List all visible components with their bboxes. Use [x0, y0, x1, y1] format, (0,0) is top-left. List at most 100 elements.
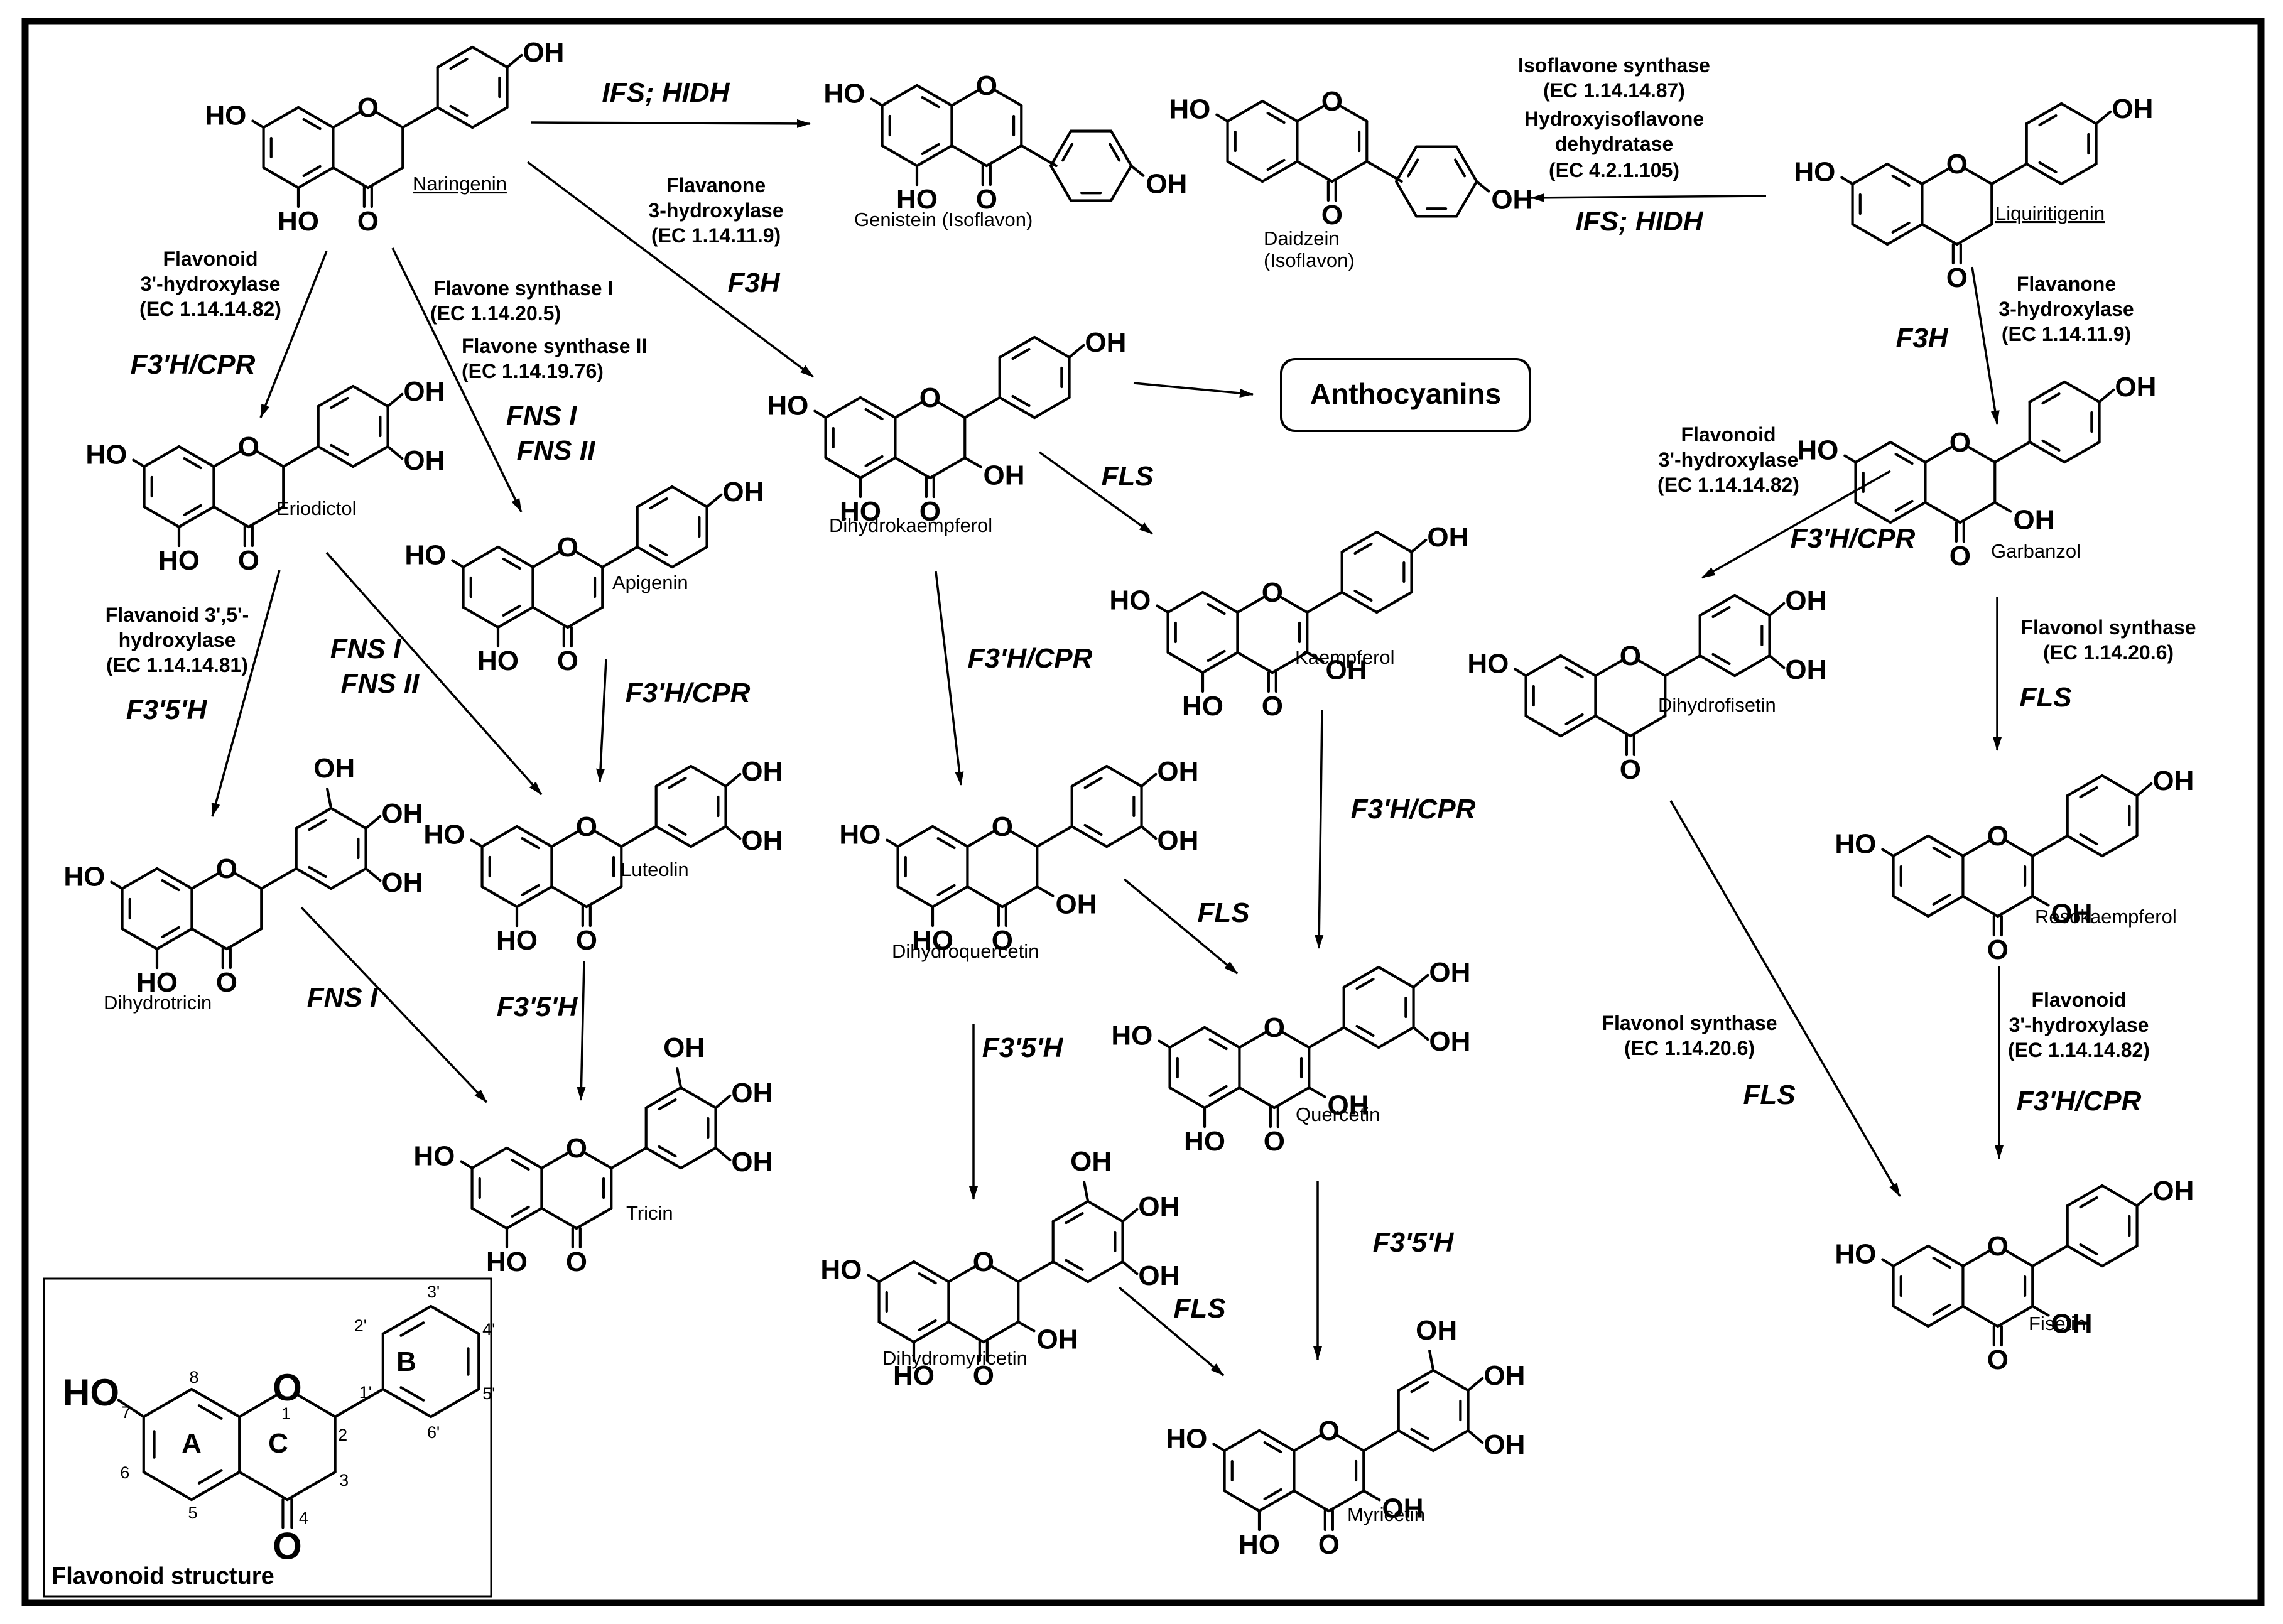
carbonyl-oxygen: O: [1949, 541, 1971, 571]
compound-name-daidzein-2: (Isoflavon): [1264, 249, 1355, 271]
ring-oxygen: O: [357, 92, 379, 123]
bond: [881, 144, 919, 168]
bond: [1926, 1244, 1965, 1268]
ring-oxygen: O: [1949, 427, 1971, 458]
bond: [436, 45, 474, 69]
reaction-arrow: [1669, 800, 1901, 1197]
carbonyl-oxygen: O: [557, 646, 578, 676]
bond: [1768, 654, 1786, 669]
reaction-arrow: [596, 659, 607, 782]
bond: [1049, 164, 1073, 202]
bond: [262, 106, 300, 129]
bond: [654, 825, 693, 848]
f3h-right-2: 3-hydroxylase: [1998, 298, 2134, 320]
hydroxyl-b-ring: OH: [1785, 654, 1826, 685]
hydroxyl-7: HO: [767, 391, 808, 421]
fns2-2: (EC 1.14.19.76): [462, 360, 604, 382]
bond: [705, 493, 723, 509]
bond: [950, 144, 988, 168]
legend-bond: [381, 1304, 433, 1336]
hydroxyl-7: HO: [404, 540, 446, 571]
reaction-arrow: [935, 571, 964, 786]
bond: [470, 838, 484, 848]
compound-name-dihydrotricin: Dihydrotricin: [104, 992, 212, 1014]
reaction-arrow: [211, 570, 281, 817]
bond: [1996, 1304, 2034, 1328]
bond: [1257, 1429, 1296, 1453]
bond: [1105, 764, 1143, 788]
bond: [894, 456, 931, 480]
legend-position-3: 3: [339, 1471, 349, 1490]
bond: [1455, 180, 1478, 218]
bond: [585, 885, 623, 909]
bond: [143, 445, 181, 468]
hydroxyl-4prime: OH: [1146, 169, 1187, 200]
bond: [1168, 1026, 1207, 1049]
bond: [364, 815, 382, 830]
double-bond: [1891, 221, 1911, 234]
fns-b2: FNS II: [341, 668, 420, 699]
hydroxyl-b-ring: OH: [722, 477, 764, 507]
double-bond: [2079, 833, 2098, 846]
bond: [1238, 1029, 1269, 1049]
hydroxyl-7: HO: [1166, 1424, 1207, 1454]
bond: [1330, 160, 1369, 183]
bond: [1279, 1029, 1311, 1049]
bond: [471, 106, 509, 129]
bond: [1121, 1208, 1139, 1223]
bond: [1277, 594, 1309, 614]
bond: [963, 396, 1001, 420]
compound-name-dihydrofisetin: Dihydrofisetin: [1658, 694, 1776, 716]
bond: [1854, 440, 1892, 464]
reaction-arrow: [1118, 1286, 1225, 1377]
f3ph-left-abbr: F3'H/CPR: [131, 349, 256, 380]
bond: [460, 1160, 474, 1170]
bond: [1467, 1377, 1484, 1392]
bond: [1226, 99, 1264, 123]
bond: [1475, 180, 1490, 193]
hydroxyl-b-ring: OH: [741, 825, 783, 856]
bond: [1365, 160, 1403, 183]
double-bond: [1711, 652, 1731, 666]
double-bond: [921, 95, 940, 109]
reaction-arrow: [577, 960, 586, 1101]
double-bond: [330, 396, 349, 409]
hydroxyl-b-ring: OH: [2152, 1176, 2194, 1206]
double-bond: [658, 1145, 677, 1158]
bond: [676, 1067, 683, 1090]
hydroxyl-3: OH: [1036, 1324, 1078, 1355]
bond: [1843, 454, 1857, 464]
bond: [262, 166, 300, 190]
hydroxyl-7: HO: [1797, 435, 1838, 466]
double-bond: [2038, 161, 2058, 174]
bond: [1226, 160, 1264, 183]
bond: [859, 396, 897, 420]
bond: [1033, 335, 1071, 359]
hydroxyl-7: HO: [1467, 649, 1509, 679]
bond: [1926, 894, 1965, 918]
double-bond: [918, 1272, 937, 1285]
compound-name-garbanzol: Garbanzol: [1991, 540, 2081, 562]
hydroxyl-b-ring: OH: [1427, 522, 1468, 553]
f3h-left-abbr: F3H: [727, 268, 780, 298]
bond: [1130, 164, 1145, 177]
bond: [436, 106, 474, 129]
reaction-arrow: [1531, 193, 1767, 202]
double-bond: [1065, 1211, 1084, 1225]
ring-oxygen: O: [1264, 1012, 1285, 1043]
bond: [724, 772, 742, 788]
bond: [1559, 714, 1597, 738]
bond: [724, 825, 742, 840]
legend-box: [43, 1277, 492, 1598]
bond: [505, 1206, 543, 1230]
bond: [1203, 1086, 1241, 1110]
bond: [1166, 651, 1205, 674]
carbonyl-oxygen: O: [973, 1360, 994, 1391]
double-bond: [502, 557, 521, 570]
bond: [470, 1146, 509, 1170]
double-bond: [1932, 1303, 1951, 1316]
